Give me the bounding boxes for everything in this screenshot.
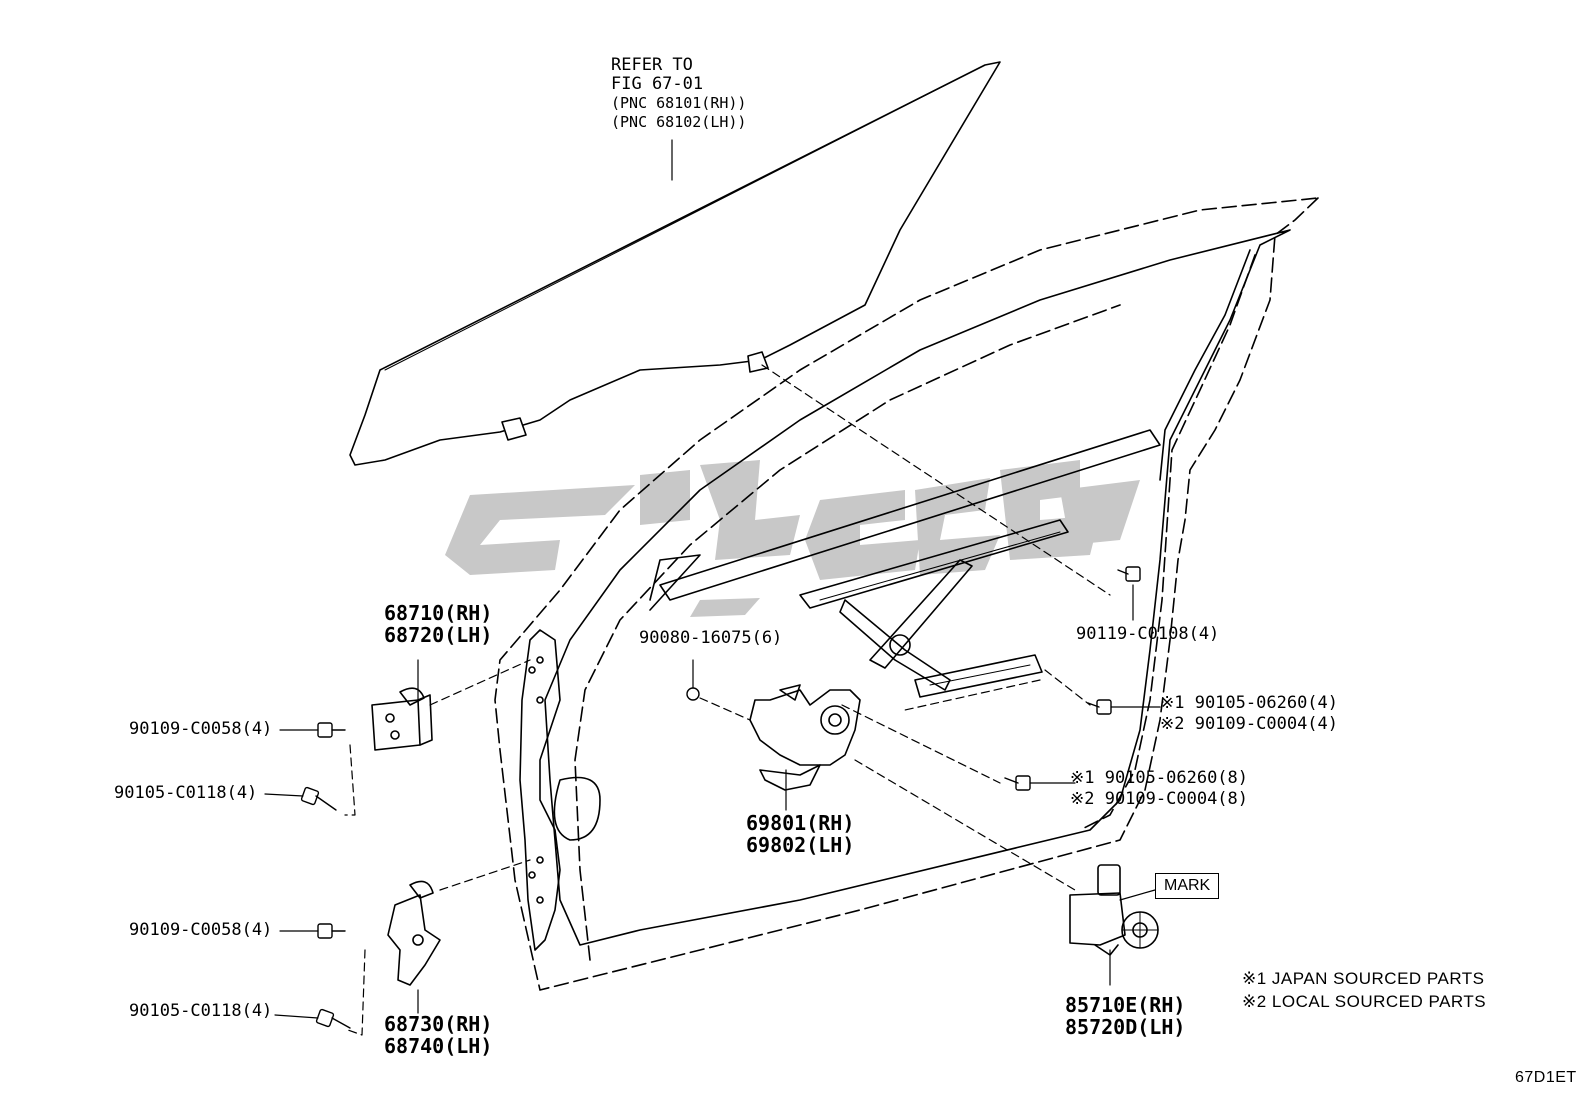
- note-local-sourced: ※2 LOCAL SOURCED PARTS: [1242, 992, 1487, 1011]
- label-hinge-upper-rh[interactable]: 68710(RH): [384, 601, 493, 625]
- label-bolt-mid-a-2[interactable]: ※2 90109-C0004(4): [1160, 714, 1339, 734]
- label-bolt-front[interactable]: 90080-16075(6): [639, 628, 783, 648]
- label-bolt-mid-a-1[interactable]: ※1 90105-06260(4): [1160, 693, 1339, 713]
- refer-note: REFER TO FIG 67-01 (PNC 68101(RH)) (PNC …: [611, 56, 746, 132]
- label-regulator-rh[interactable]: 69801(RH): [746, 811, 855, 835]
- refer-line-1: REFER TO: [611, 55, 693, 75]
- label-bolt-lower-1[interactable]: 90109-C0058(4): [129, 920, 273, 940]
- refer-line-3: (PNC 68101(RH)): [611, 94, 747, 112]
- label-bolt-upper-2[interactable]: 90105-C0118(4): [114, 783, 258, 803]
- hinge-lower: [387, 880, 441, 986]
- window-motor: [1069, 864, 1159, 956]
- label-bolt-mid-b-2[interactable]: ※2 90109-C0004(8): [1070, 789, 1249, 809]
- label-regulator-lh[interactable]: 69802(LH): [746, 833, 855, 857]
- bolts: [300, 566, 1141, 1029]
- label-hinge-upper-lh[interactable]: 68720(LH): [384, 623, 493, 647]
- mark-label: MARK: [1155, 873, 1220, 899]
- refer-line-4: (PNC 68102(LH)): [611, 113, 747, 131]
- diagram-id: 67D1ET: [1515, 1069, 1577, 1086]
- hinge-upper: [371, 687, 433, 751]
- window-regulator: [749, 519, 1069, 791]
- label-motor-rh[interactable]: 85710E(RH): [1065, 993, 1186, 1017]
- label-motor-lh[interactable]: 85720D(LH): [1065, 1015, 1186, 1039]
- note-japan-sourced: ※1 JAPAN SOURCED PARTS: [1242, 969, 1485, 988]
- label-bolt-mid-b-1[interactable]: ※1 90105-06260(8): [1070, 768, 1249, 788]
- door-outline: [494, 197, 1319, 991]
- label-hinge-lower-lh[interactable]: 68740(LH): [384, 1034, 493, 1058]
- label-hinge-lower-rh[interactable]: 68730(RH): [384, 1012, 493, 1036]
- label-bolt-lower-2[interactable]: 90105-C0118(4): [129, 1001, 273, 1021]
- refer-line-2: FIG 67-01: [611, 74, 704, 94]
- label-bolt-top-right[interactable]: 90119-C0108(4): [1076, 624, 1220, 644]
- window-glass: [349, 61, 1001, 466]
- label-bolt-upper-1[interactable]: 90109-C0058(4): [129, 719, 273, 739]
